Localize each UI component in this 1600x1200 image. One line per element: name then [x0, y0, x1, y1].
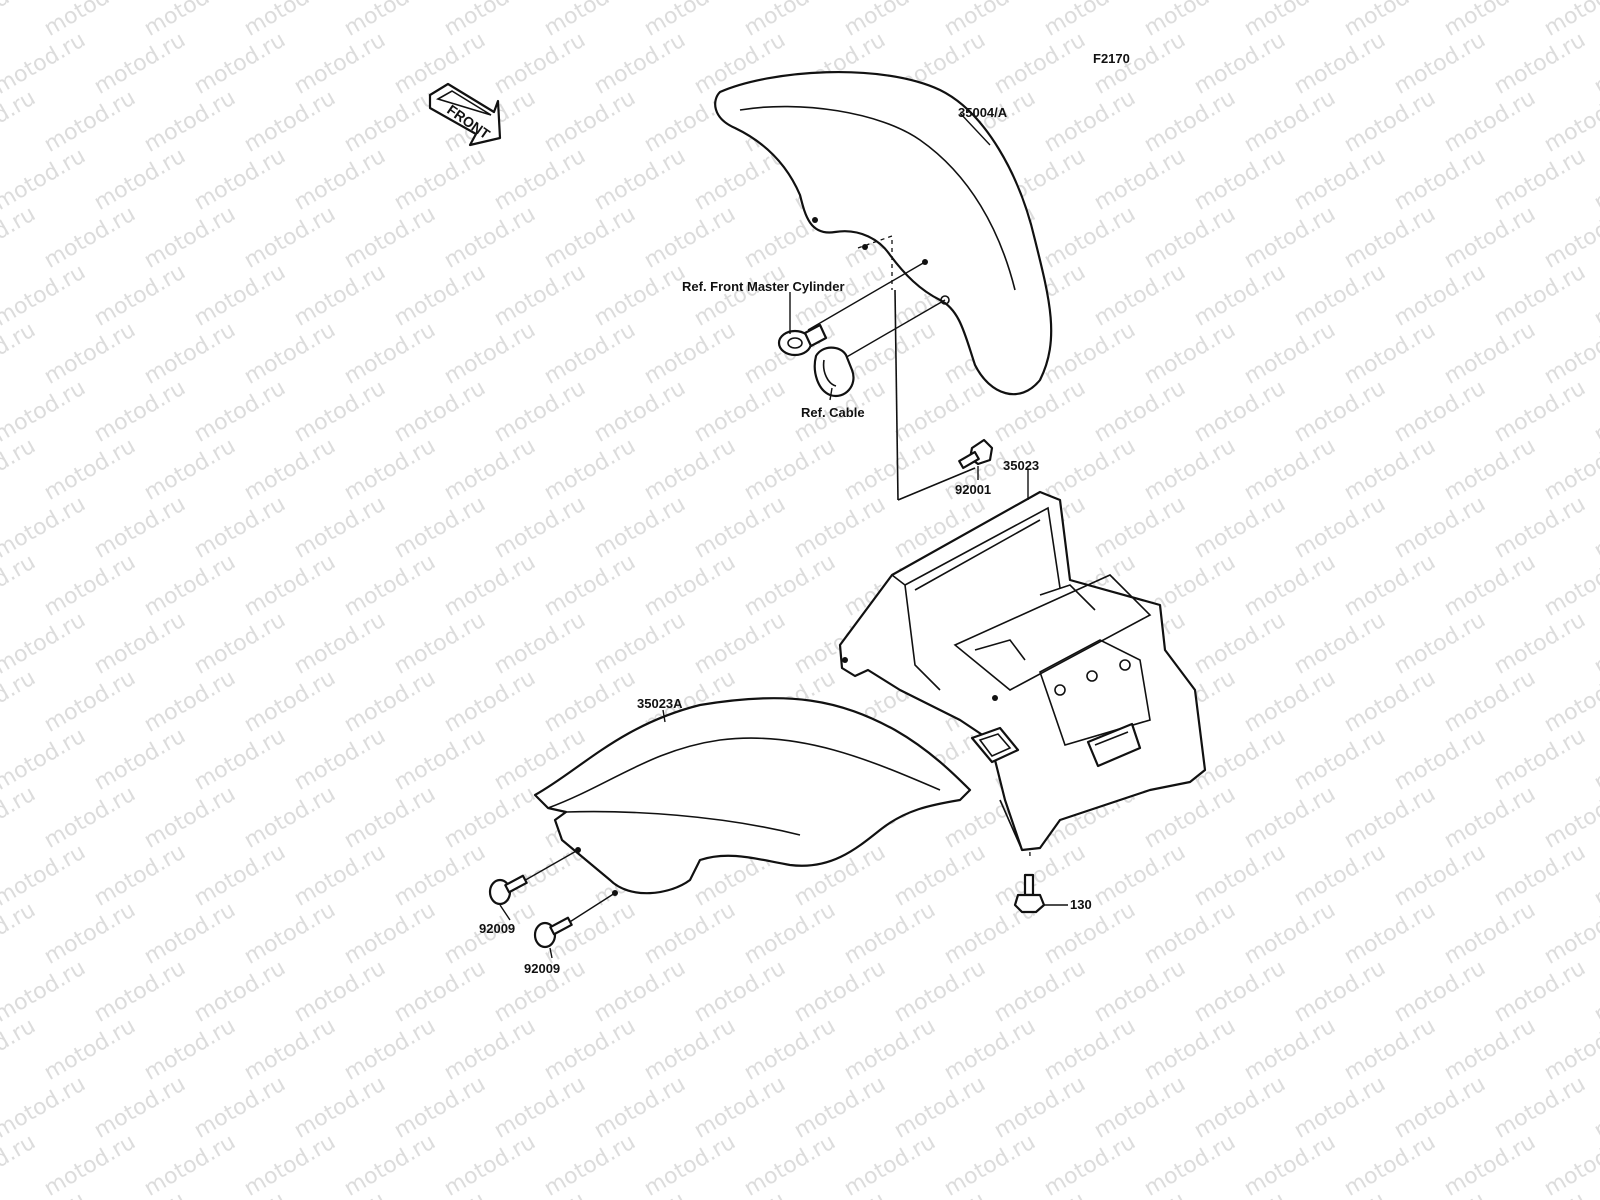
screw-92009-b — [533, 916, 573, 949]
alignment-line-vertical — [894, 289, 899, 501]
label-35023A: 35023A — [637, 696, 683, 711]
label-92009-a: 92009 — [479, 921, 516, 936]
guide-screw-b — [564, 892, 616, 926]
guide-master-cylinder — [807, 261, 926, 331]
screw-92009-a — [488, 874, 528, 906]
diagram-id: F2170 — [1093, 51, 1130, 66]
label-ref-cable: Ref. Cable — [801, 405, 865, 420]
cable-guide-grommet — [813, 346, 855, 398]
leader-92009-a — [499, 904, 511, 921]
guide-cable — [837, 299, 946, 363]
mud-flap — [533, 697, 972, 896]
front-direction-arrow: FRONT — [428, 82, 502, 147]
label-35023: 35023 — [1003, 458, 1040, 473]
master-cylinder-clamp — [777, 323, 828, 357]
leader-35004A — [959, 112, 991, 146]
label-35004A: 35004/A — [958, 105, 1008, 120]
front-fender — [714, 70, 1053, 396]
label-130: 130 — [1070, 897, 1092, 912]
label-ref-front-master-cylinder: Ref. Front Master Cylinder — [682, 279, 845, 294]
guide-screw-a — [521, 849, 579, 883]
label-92009-b: 92009 — [524, 961, 561, 976]
leader-cable — [829, 387, 833, 401]
alignment-line-top — [857, 235, 893, 290]
leader-35023A — [662, 709, 666, 723]
bolt-92001 — [958, 438, 994, 470]
alignment-line-to-bolt — [897, 467, 976, 501]
leader-92009-b — [549, 947, 553, 959]
label-92001: 92001 — [955, 482, 992, 497]
rear-fender — [838, 490, 1207, 852]
bolt-130 — [1013, 873, 1046, 914]
